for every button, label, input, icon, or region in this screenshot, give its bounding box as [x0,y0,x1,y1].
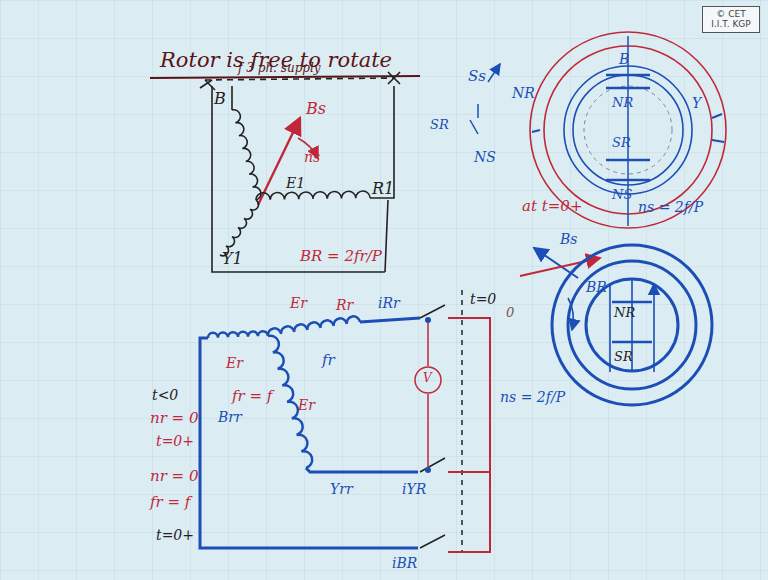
frequency-label: fr [322,352,335,369]
emf-label: E1 [286,176,305,191]
speed-label: ns [304,150,320,165]
phase-label: Rr [336,298,353,313]
current-label: iYR [402,482,426,497]
coil-symbol [220,200,258,256]
phase-label: Y1 [222,250,243,268]
pole-label: NS [612,188,632,202]
phase-label: Y [692,96,701,111]
emf-label: Er [226,356,243,371]
emf-label: Er [298,398,315,413]
pole-label: SR [430,118,449,132]
watermark-box: © CET I.I.T. KGP [702,6,760,33]
time-note: t=0+ [156,434,194,449]
coil-symbol [268,316,360,336]
external-circuit [448,318,490,552]
coil-symbol [208,331,268,338]
phase-label: B [619,52,629,67]
coil-symbol [232,110,261,200]
watermark-text: © CET I.I.T. KGP [707,9,755,30]
emf-label: Er [290,296,307,311]
speed-formula: ns = 2f/P [500,390,565,405]
field-label: Bs [560,232,577,247]
pole-label: NS [474,150,496,165]
current-label: iRr [378,296,400,311]
voltmeter [415,317,441,473]
title-underline [150,76,420,78]
rotor-switches [420,290,462,552]
time-note: t<0 [152,388,178,403]
speed-note: nr = 0 [150,468,198,485]
phase-label: B [214,90,226,108]
marker-label: 0 [506,306,514,320]
speed-note: nr = 0 [150,410,198,427]
current-label: iBR [392,556,417,571]
phase-label: Yrr [330,482,353,497]
field-label: BR [586,280,607,295]
field-formula: BR = 2fr/P [300,248,382,265]
voltmeter-label: V [423,372,432,385]
machine-section-bottom [552,245,712,405]
rotor-field-arrow [520,258,600,276]
pole-label: NR [612,96,633,110]
rotor-wiring [200,318,420,548]
speed-formula: ns = 2f/P [638,200,703,215]
time-note: at t=0+ [522,198,582,215]
pole-label: SR [614,350,633,364]
switch-time: t=0 [470,292,496,307]
frequency-note: fr = f [232,388,272,405]
pole-label: NR [614,306,635,320]
coil-symbol [256,191,370,200]
winding-coils [208,110,370,468]
frequency-note: fr = f [150,494,190,511]
phase-label: Brr [218,410,242,425]
field-label: Bs [306,100,326,118]
supply-label: f 3 ph. supply [238,62,321,75]
time-note: t=0+ [156,528,194,543]
phase-label: R1 [372,180,394,198]
pole-label: SR [612,136,631,150]
stator-wiring [200,72,400,272]
pole-label: NR [512,86,535,101]
pole-label: Ss [468,68,486,85]
